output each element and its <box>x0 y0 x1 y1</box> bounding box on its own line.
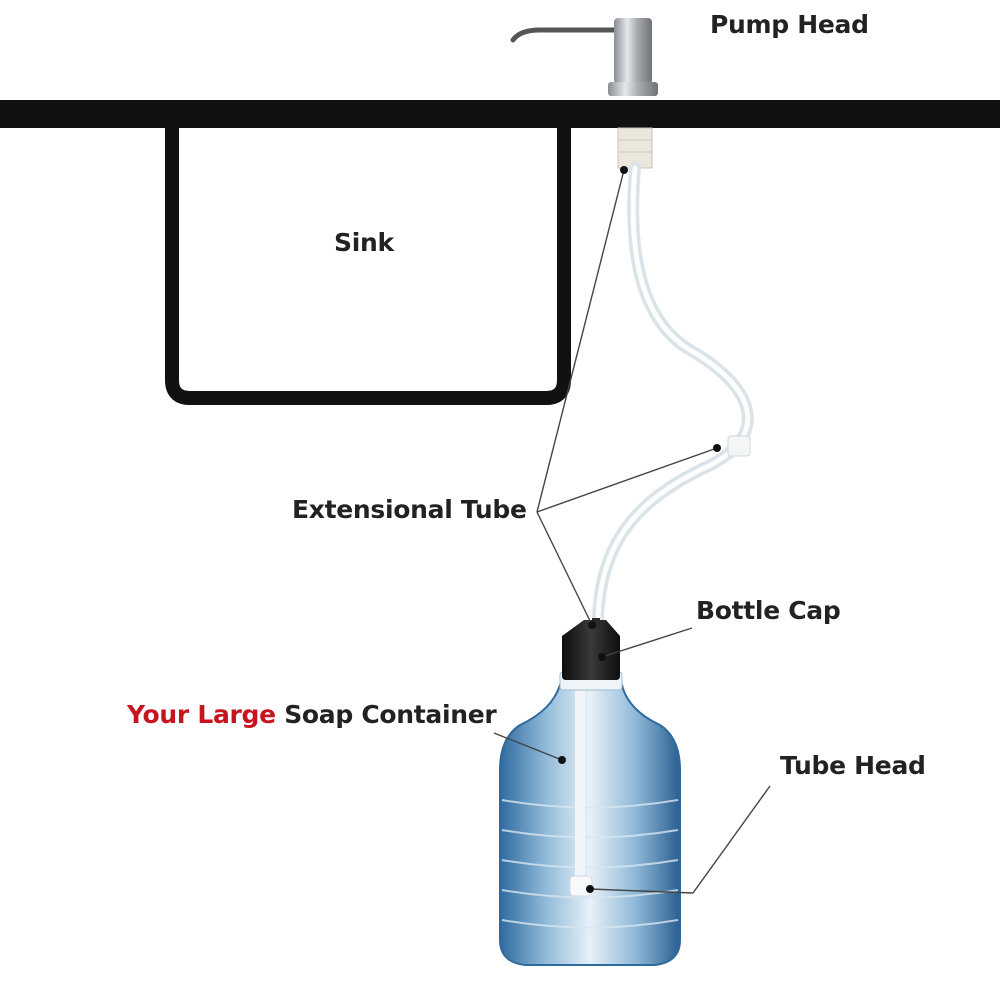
extension-tube <box>592 162 754 626</box>
soap-container-label: Your Large Soap Container <box>127 700 497 729</box>
container-highlight-text: Your Large <box>127 700 276 729</box>
tube-head-label: Tube Head <box>780 751 926 780</box>
extensional-tube-label: Extensional Tube <box>292 495 527 524</box>
sink-label: Sink <box>334 228 394 257</box>
bottle-cap <box>562 618 620 680</box>
leader-dots <box>558 166 721 893</box>
container-rest-text: Soap Container <box>284 700 497 729</box>
bottle-cap-label: Bottle Cap <box>696 596 841 625</box>
soap-pump-icon <box>510 18 658 169</box>
tube-connector <box>727 435 751 457</box>
sink-basin <box>165 128 571 405</box>
leader-lines <box>493 169 771 894</box>
pump-head-label: Pump Head <box>710 10 869 39</box>
water-bottle-icon <box>499 671 681 966</box>
countertop <box>0 100 1000 128</box>
